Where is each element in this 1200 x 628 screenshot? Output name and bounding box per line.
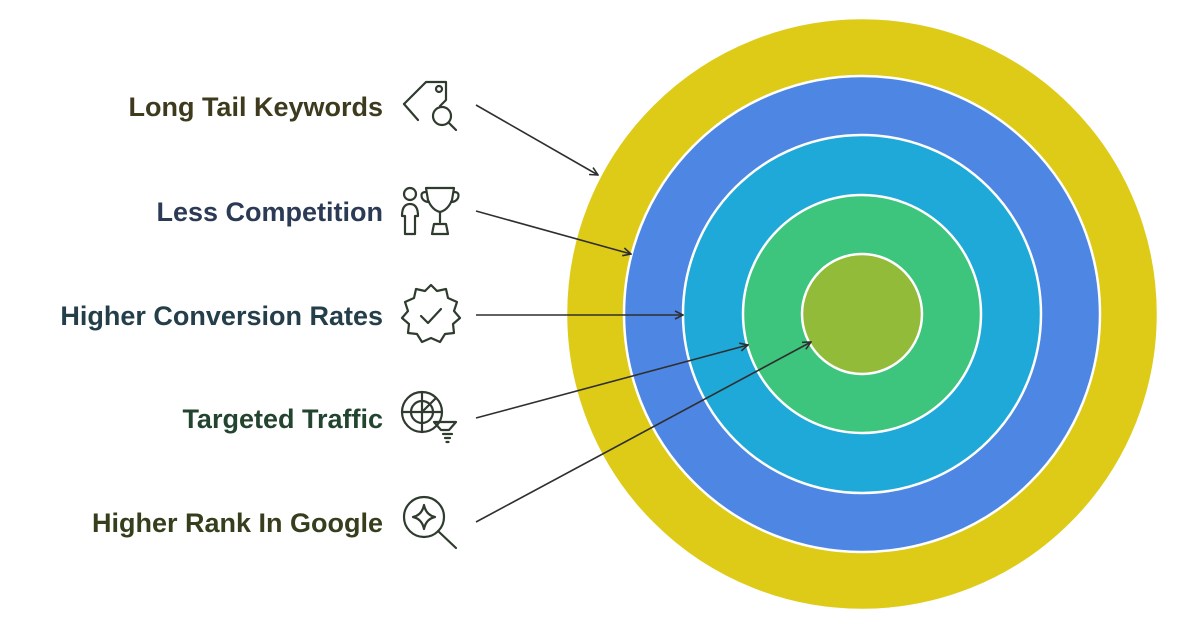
label-long-tail-keywords: Long Tail Keywords xyxy=(128,92,383,122)
arrow-higher-rank-in-google xyxy=(475,342,811,523)
label-less-competition: Less Competition xyxy=(156,197,383,227)
tag-search-icon xyxy=(402,80,458,132)
labels: Long Tail Keywords Less Competition High… xyxy=(60,92,383,538)
arrow-targeted-traffic xyxy=(475,345,748,419)
check-badge-icon xyxy=(400,283,462,344)
label-targeted-traffic: Targeted Traffic xyxy=(182,404,383,434)
sparkle-search-icon xyxy=(402,495,458,550)
arrow-long-tail-keywords xyxy=(475,104,598,175)
arrow-less-competition xyxy=(475,210,631,254)
ring-higher-rank-in-google xyxy=(800,252,924,376)
arrows xyxy=(475,104,811,523)
person-trophy-icon xyxy=(400,186,460,236)
radar-funnel-icon xyxy=(400,390,458,444)
label-higher-rank-in-google: Higher Rank In Google xyxy=(92,508,383,538)
rings xyxy=(564,16,1160,612)
label-higher-conversion-rates: Higher Conversion Rates xyxy=(60,301,383,331)
